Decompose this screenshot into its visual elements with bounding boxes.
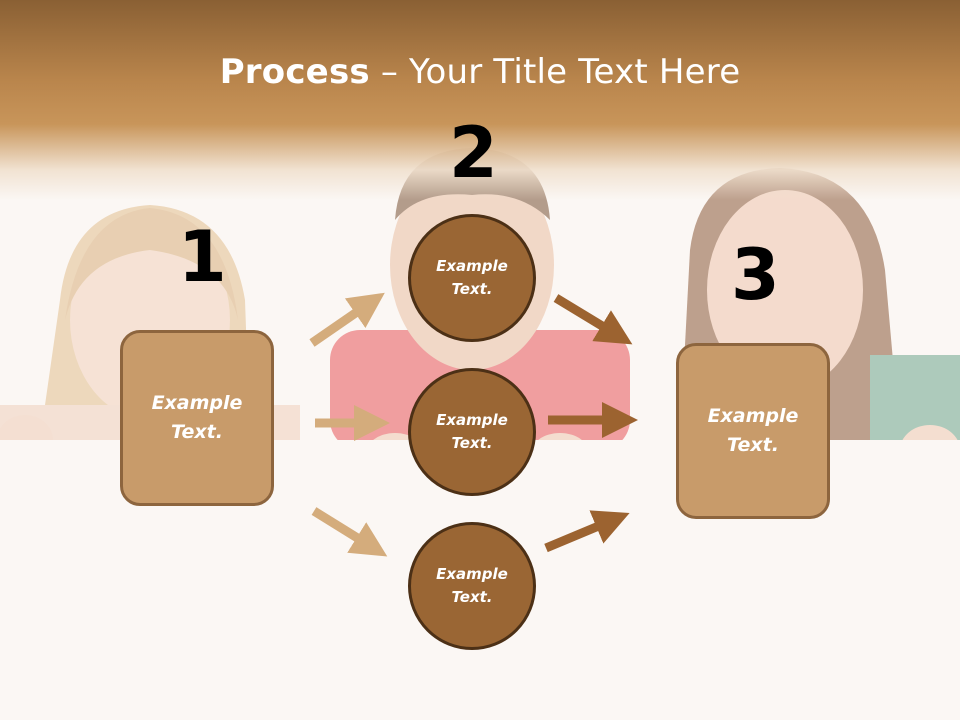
arrow-bottom-to-3: [544, 510, 630, 553]
step-1-box-text: Example Text.: [151, 392, 243, 443]
step-3-box[interactable]: Example Text.: [676, 343, 830, 519]
step-1-box[interactable]: Example Text.: [120, 330, 274, 506]
arrow-1-to-bottom: [311, 507, 388, 557]
step-3-box-text: Example Text.: [707, 405, 799, 456]
step-2-circle-bottom[interactable]: Example Text.: [408, 522, 536, 650]
arrow-top-to-3: [553, 294, 633, 345]
title-rest: – Your Title Text Here: [369, 52, 741, 92]
circle-middle-text: Example Text.: [436, 411, 508, 452]
title-bold: Process: [219, 52, 370, 92]
circle-bottom-text: Example Text.: [436, 565, 508, 606]
step-number-2: 2: [449, 112, 498, 194]
slide-title: Process – Your Title Text Here: [0, 52, 960, 92]
step-number-1: 1: [178, 216, 227, 298]
arrow-1-to-top: [309, 292, 385, 347]
step-number-3: 3: [731, 234, 780, 316]
step-2-circle-top[interactable]: Example Text.: [408, 214, 536, 342]
step-2-circle-middle[interactable]: Example Text.: [408, 368, 536, 496]
circle-top-text: Example Text.: [436, 257, 508, 298]
header-band: [0, 0, 960, 200]
